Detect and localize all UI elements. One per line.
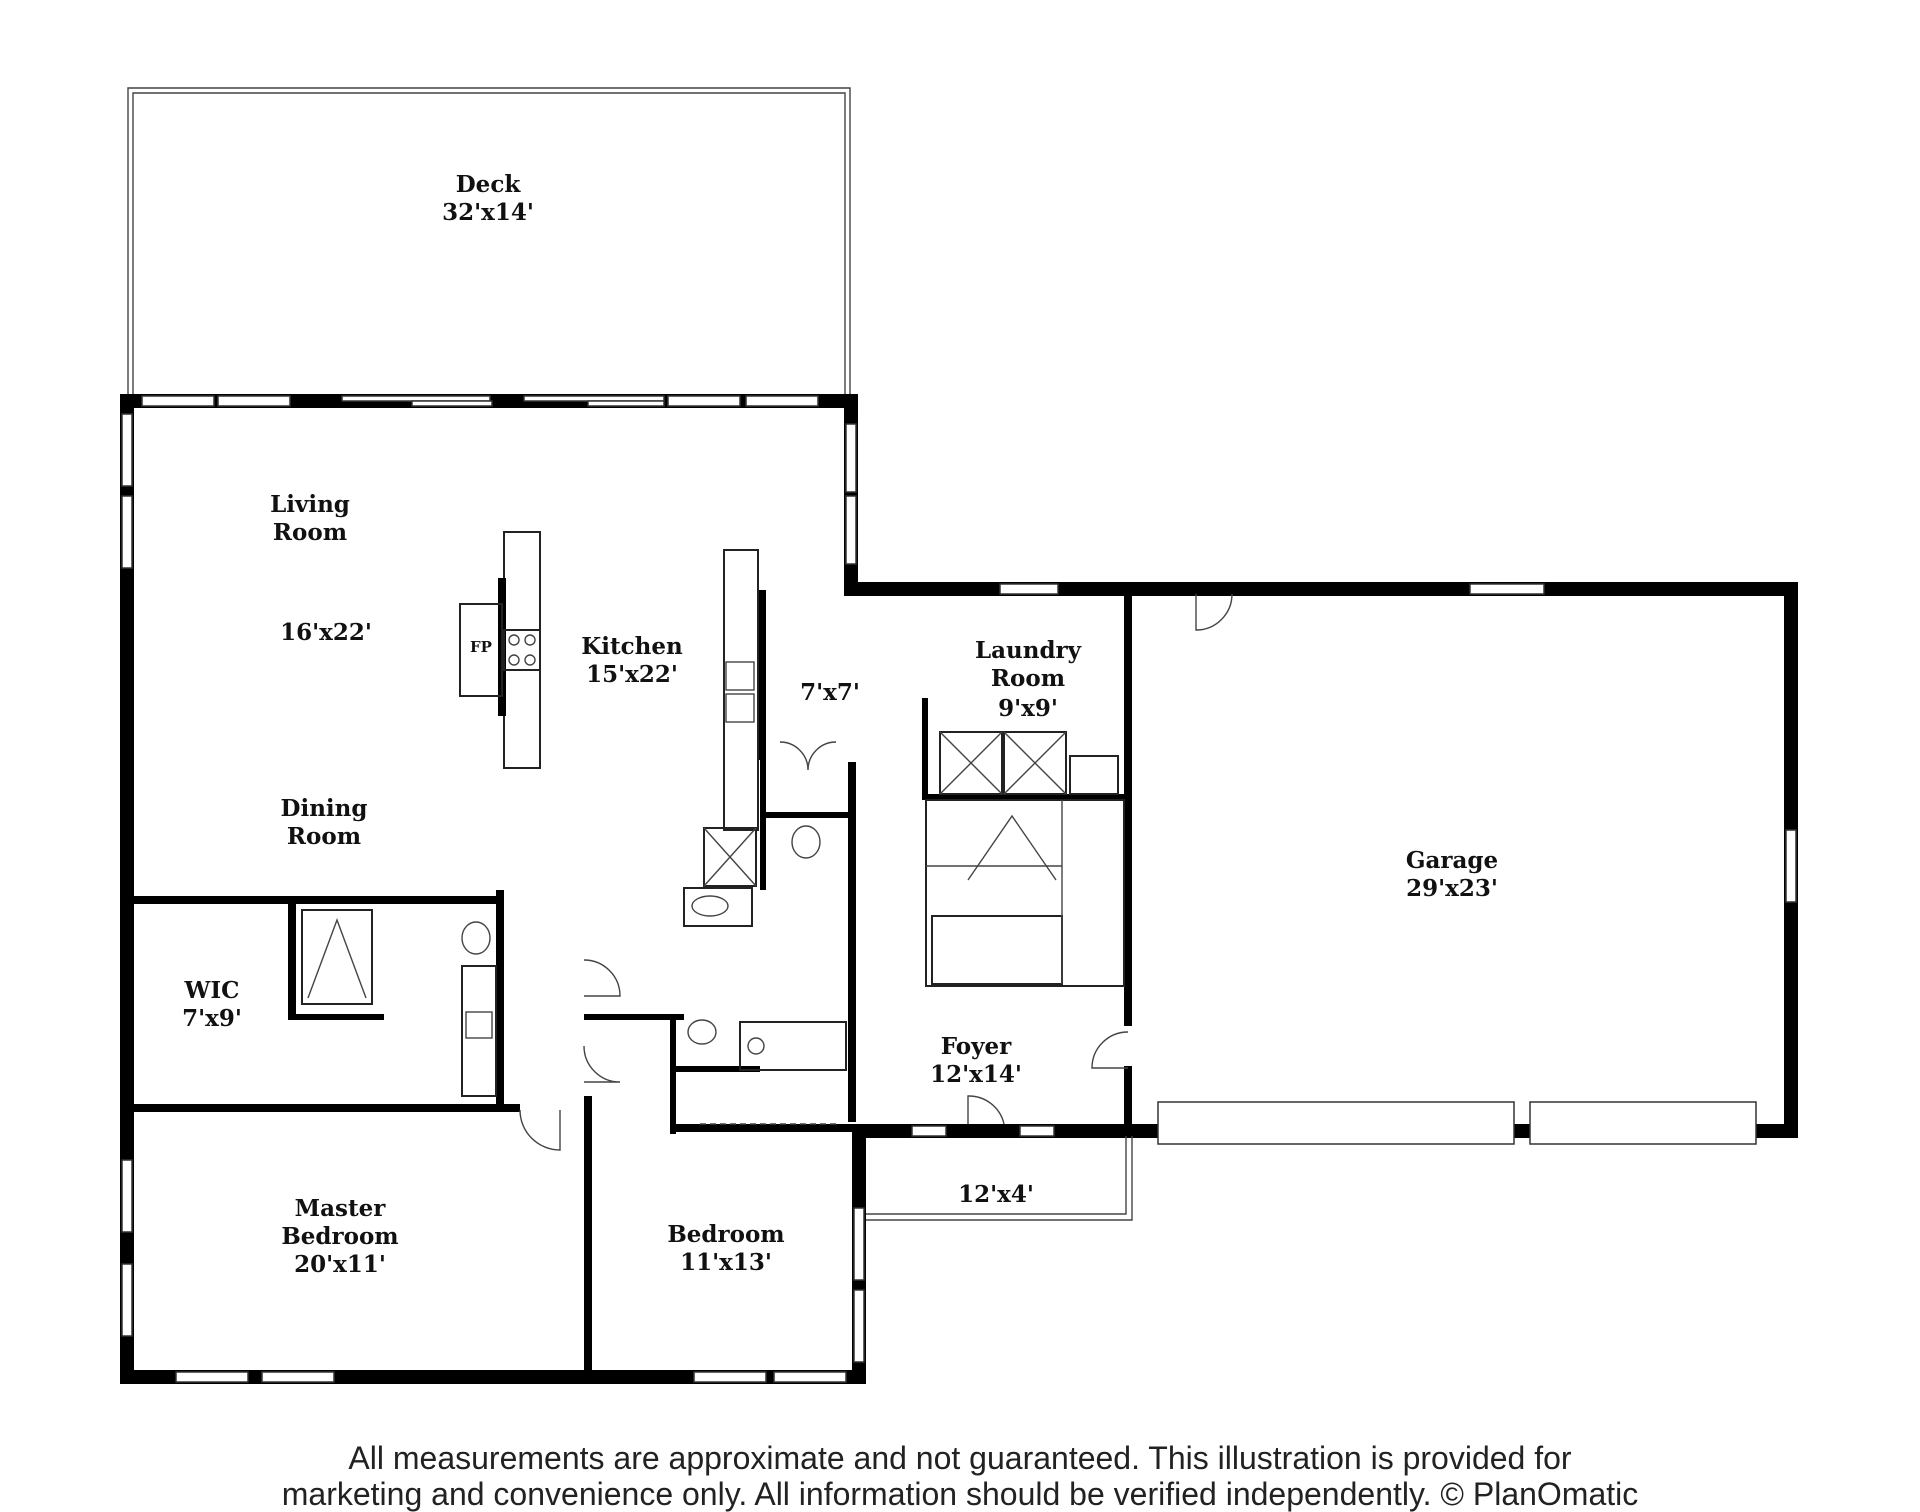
bedroom-size: 11'x13' bbox=[680, 1249, 772, 1276]
windows bbox=[121, 395, 1797, 1383]
dining-name-line1: Dining bbox=[281, 795, 368, 822]
kitchen-size: 15'x22' bbox=[586, 661, 678, 688]
foyer-name: Foyer bbox=[941, 1033, 1012, 1060]
deck-outline bbox=[127, 87, 851, 398]
laundry-name-line2: Room bbox=[991, 665, 1065, 692]
fireplace-label: FP bbox=[470, 638, 492, 656]
foyer-size: 12'x14' bbox=[930, 1061, 1022, 1088]
laundry-appliances bbox=[939, 731, 1119, 795]
disclaimer-line1: All measurements are approximate and not… bbox=[348, 1440, 1572, 1476]
master-name-line1: Master bbox=[295, 1195, 387, 1222]
kitchen-counter bbox=[683, 549, 759, 927]
pantry-size: 7'x7' bbox=[800, 679, 860, 706]
living-name-line1: Living bbox=[270, 491, 350, 518]
wic-size: 7'x9' bbox=[182, 1005, 242, 1032]
dining-name-line2: Room bbox=[287, 823, 361, 850]
deck-name: Deck bbox=[456, 171, 522, 198]
kitchen-island bbox=[459, 531, 541, 769]
bath-fixtures bbox=[301, 825, 847, 1097]
garage-size: 29'x23' bbox=[1406, 875, 1498, 902]
master-name-line2: Bedroom bbox=[281, 1223, 398, 1250]
living-name-line2: Room bbox=[273, 519, 347, 546]
kitchen-name: Kitchen bbox=[581, 633, 683, 660]
deck-size: 32'x14' bbox=[442, 199, 534, 226]
disclaimer: All measurements are approximate and not… bbox=[0, 1440, 1920, 1512]
master-size: 20'x11' bbox=[294, 1251, 386, 1278]
wic-name: WIC bbox=[184, 977, 240, 1004]
disclaimer-line2: marketing and convenience only. All info… bbox=[281, 1476, 1639, 1512]
doors bbox=[519, 593, 1233, 1151]
living-size: 16'x22' bbox=[280, 619, 372, 646]
stairs bbox=[925, 799, 1125, 987]
porch-size: 12'x4' bbox=[958, 1181, 1034, 1208]
interior-walls bbox=[134, 590, 1132, 1378]
room-labels: Deck 32'x14' Living Room 16'x22' FP Kitc… bbox=[182, 171, 1498, 1278]
laundry-name-line1: Laundry bbox=[975, 637, 1082, 664]
garage-name: Garage bbox=[1406, 847, 1498, 874]
laundry-size: 9'x9' bbox=[998, 695, 1058, 722]
porch-outline bbox=[866, 1136, 1133, 1221]
bedroom-name: Bedroom bbox=[667, 1221, 784, 1248]
